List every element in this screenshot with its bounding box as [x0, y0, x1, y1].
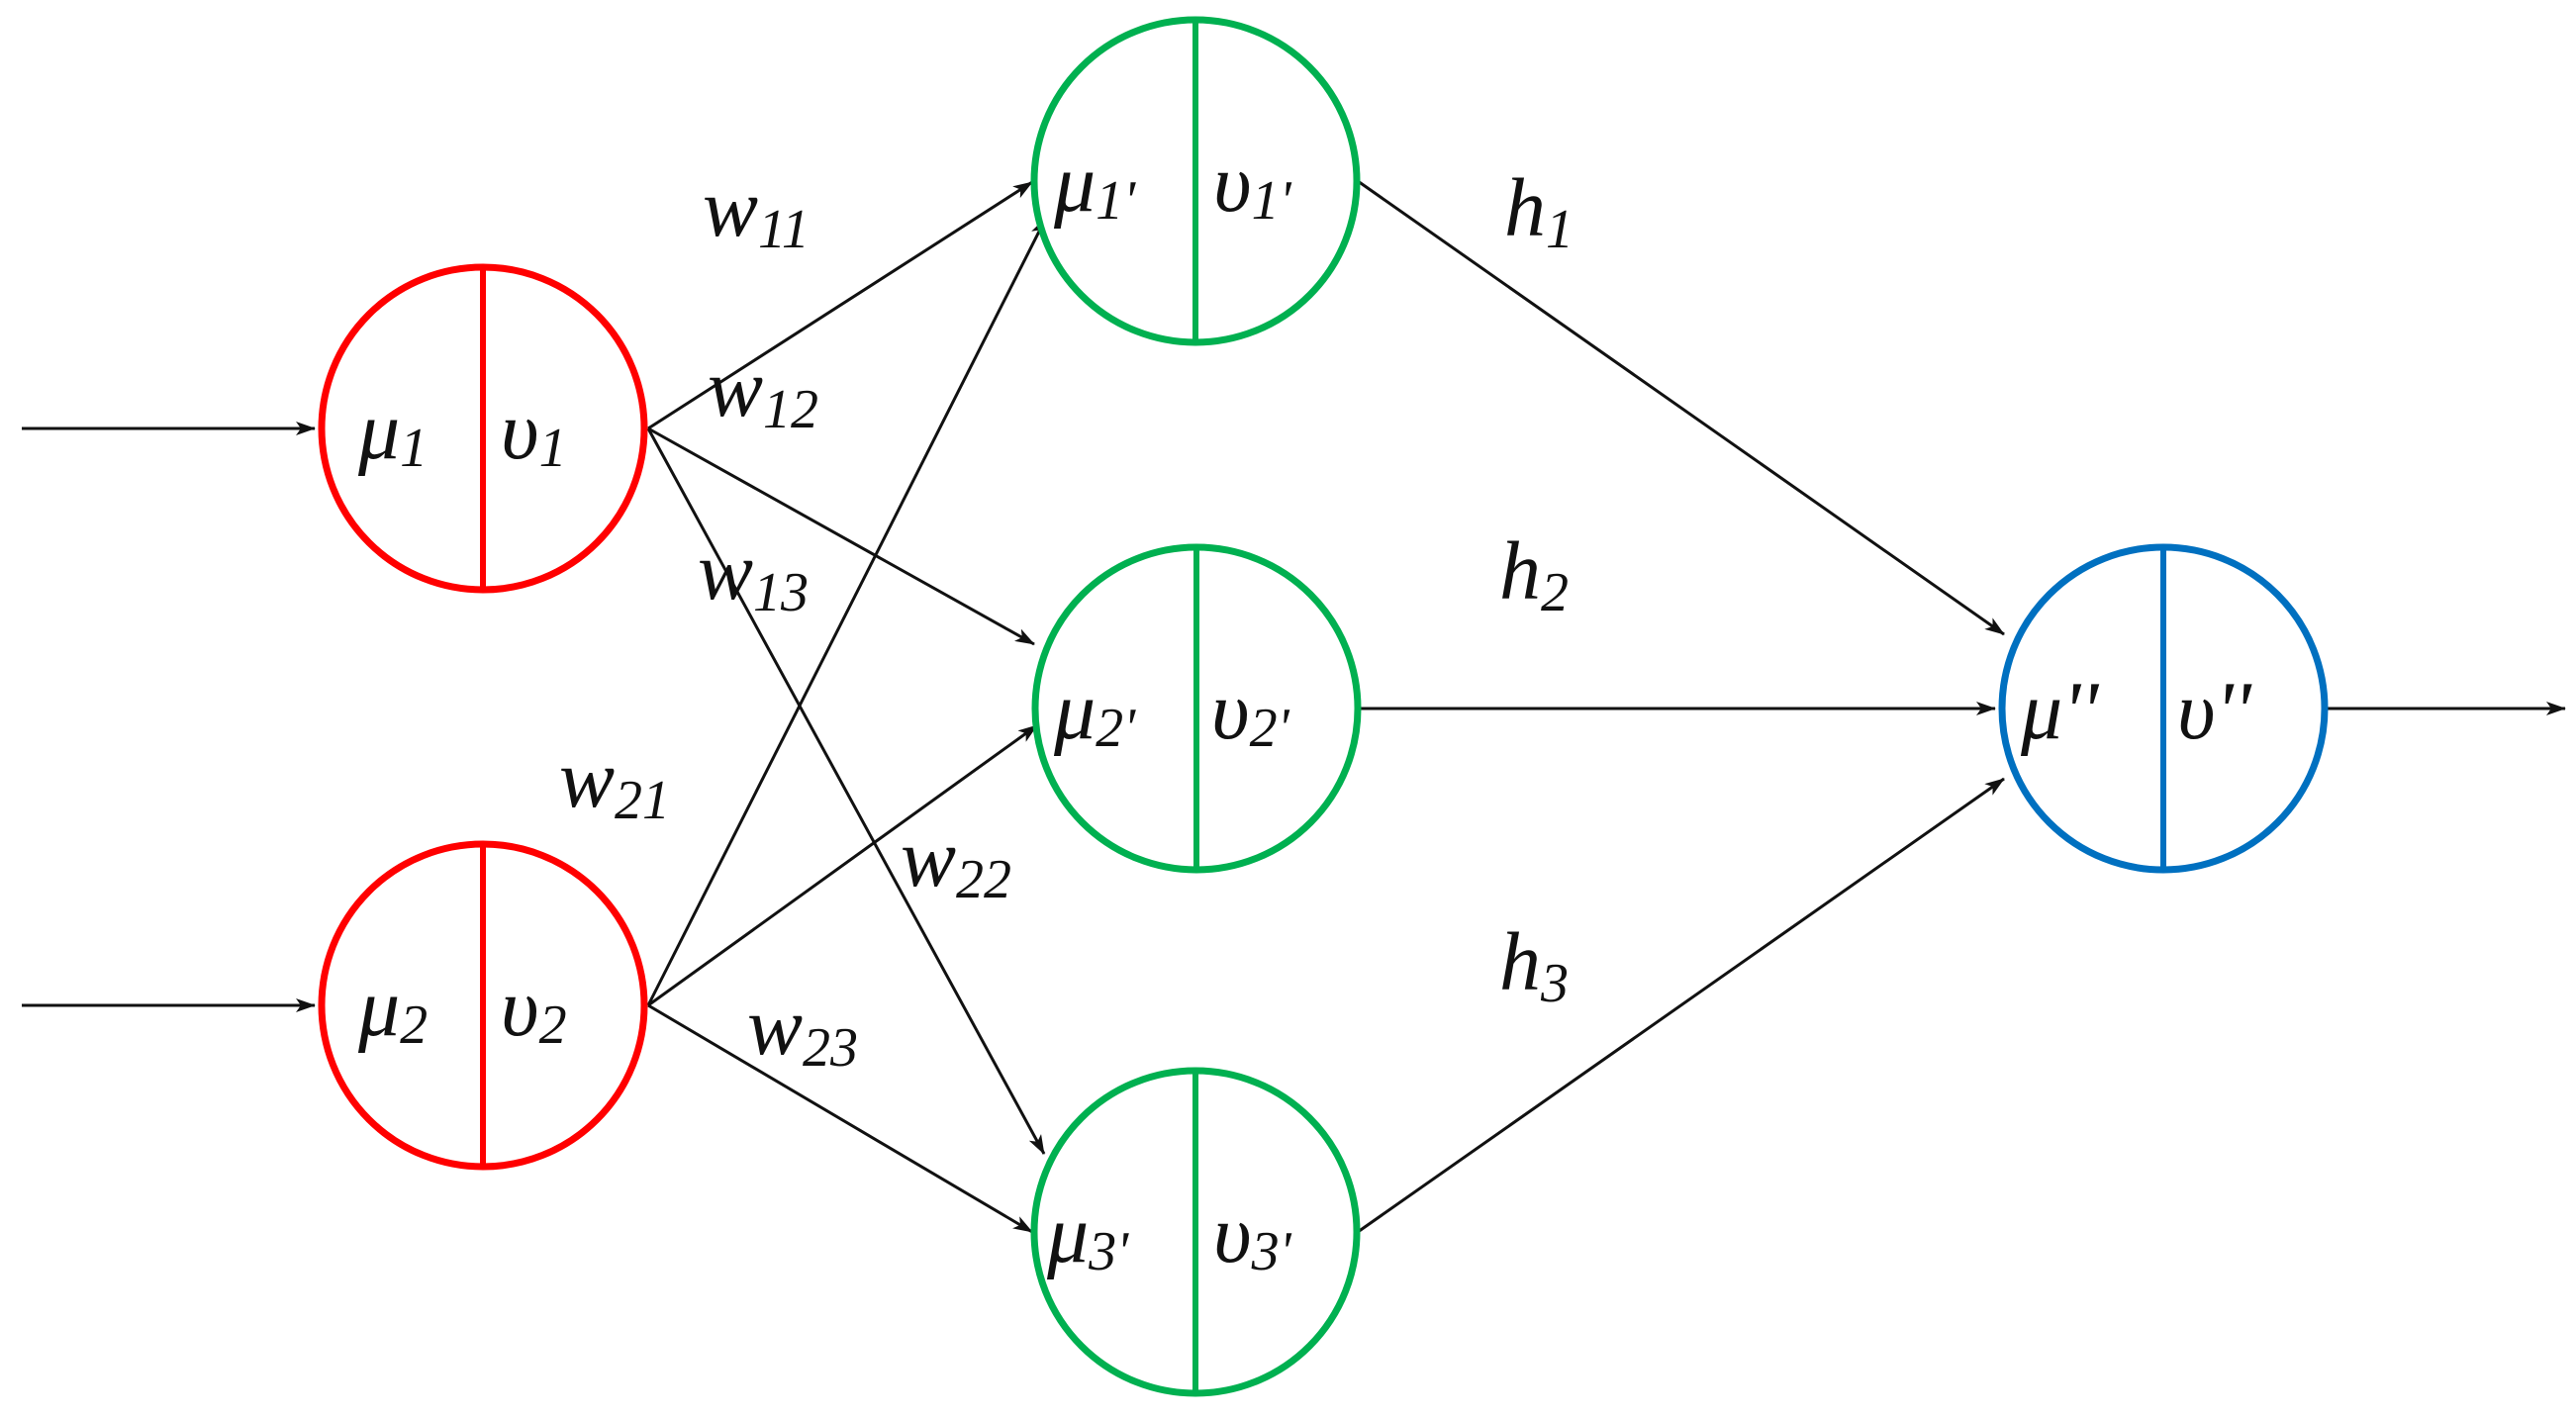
edge-h1 [1357, 179, 2005, 636]
edge-w22 [647, 723, 1038, 1007]
weight-label-h3: h3 [1499, 916, 1569, 1014]
weight-label-w22: w22 [901, 812, 1011, 910]
edge-h3 [1357, 777, 2005, 1234]
hidden-node-2: μ2' υ2' [1031, 543, 1362, 874]
weight-label-h2: h2 [1499, 525, 1569, 623]
edge-w13 [646, 427, 1046, 1155]
input-node-1: μ1 υ1 [318, 263, 648, 594]
edge-w21 [646, 217, 1048, 1006]
hidden-node-1: μ1' υ1' [1030, 16, 1361, 346]
weight-label-w11: w11 [703, 162, 810, 260]
hidden-node-3-nu: υ3' [1213, 1188, 1292, 1282]
hidden-node-3-mu: μ3' [1046, 1188, 1129, 1282]
hidden-node-1-nu: υ1' [1213, 138, 1292, 232]
edge-w12 [647, 426, 1035, 646]
weight-label-w23: w23 [747, 981, 858, 1079]
hidden-node-2-nu: υ2' [1211, 665, 1290, 759]
weight-labels: w11 w12 w13 w21 w22 w23 h1 h2 h3 [559, 162, 1574, 1079]
edge-w11 [647, 180, 1033, 430]
input-node-2-mu: μ2 [357, 962, 428, 1056]
input-node-1-nu: υ1 [501, 385, 567, 479]
hidden-node-3: μ3' υ3' [1030, 1067, 1361, 1397]
input-node-1-mu: μ1 [357, 385, 428, 479]
edge-w23 [647, 1003, 1033, 1234]
output-node: μ'' υ'' [1998, 543, 2329, 874]
input-node-2-nu: υ2 [501, 962, 567, 1056]
weight-label-w12: w12 [708, 342, 818, 440]
input-node-2: μ2 υ2 [318, 840, 648, 1171]
weight-label-h1: h1 [1504, 162, 1574, 260]
output-node-mu: μ'' [2020, 665, 2100, 757]
edges [22, 179, 2566, 1234]
weight-label-w21: w21 [559, 733, 670, 831]
output-node-nu: υ'' [2177, 665, 2253, 757]
hidden-node-2-mu: μ2' [1053, 665, 1136, 759]
weight-label-w13: w13 [698, 525, 809, 623]
hidden-node-1-mu: μ1' [1053, 138, 1136, 232]
